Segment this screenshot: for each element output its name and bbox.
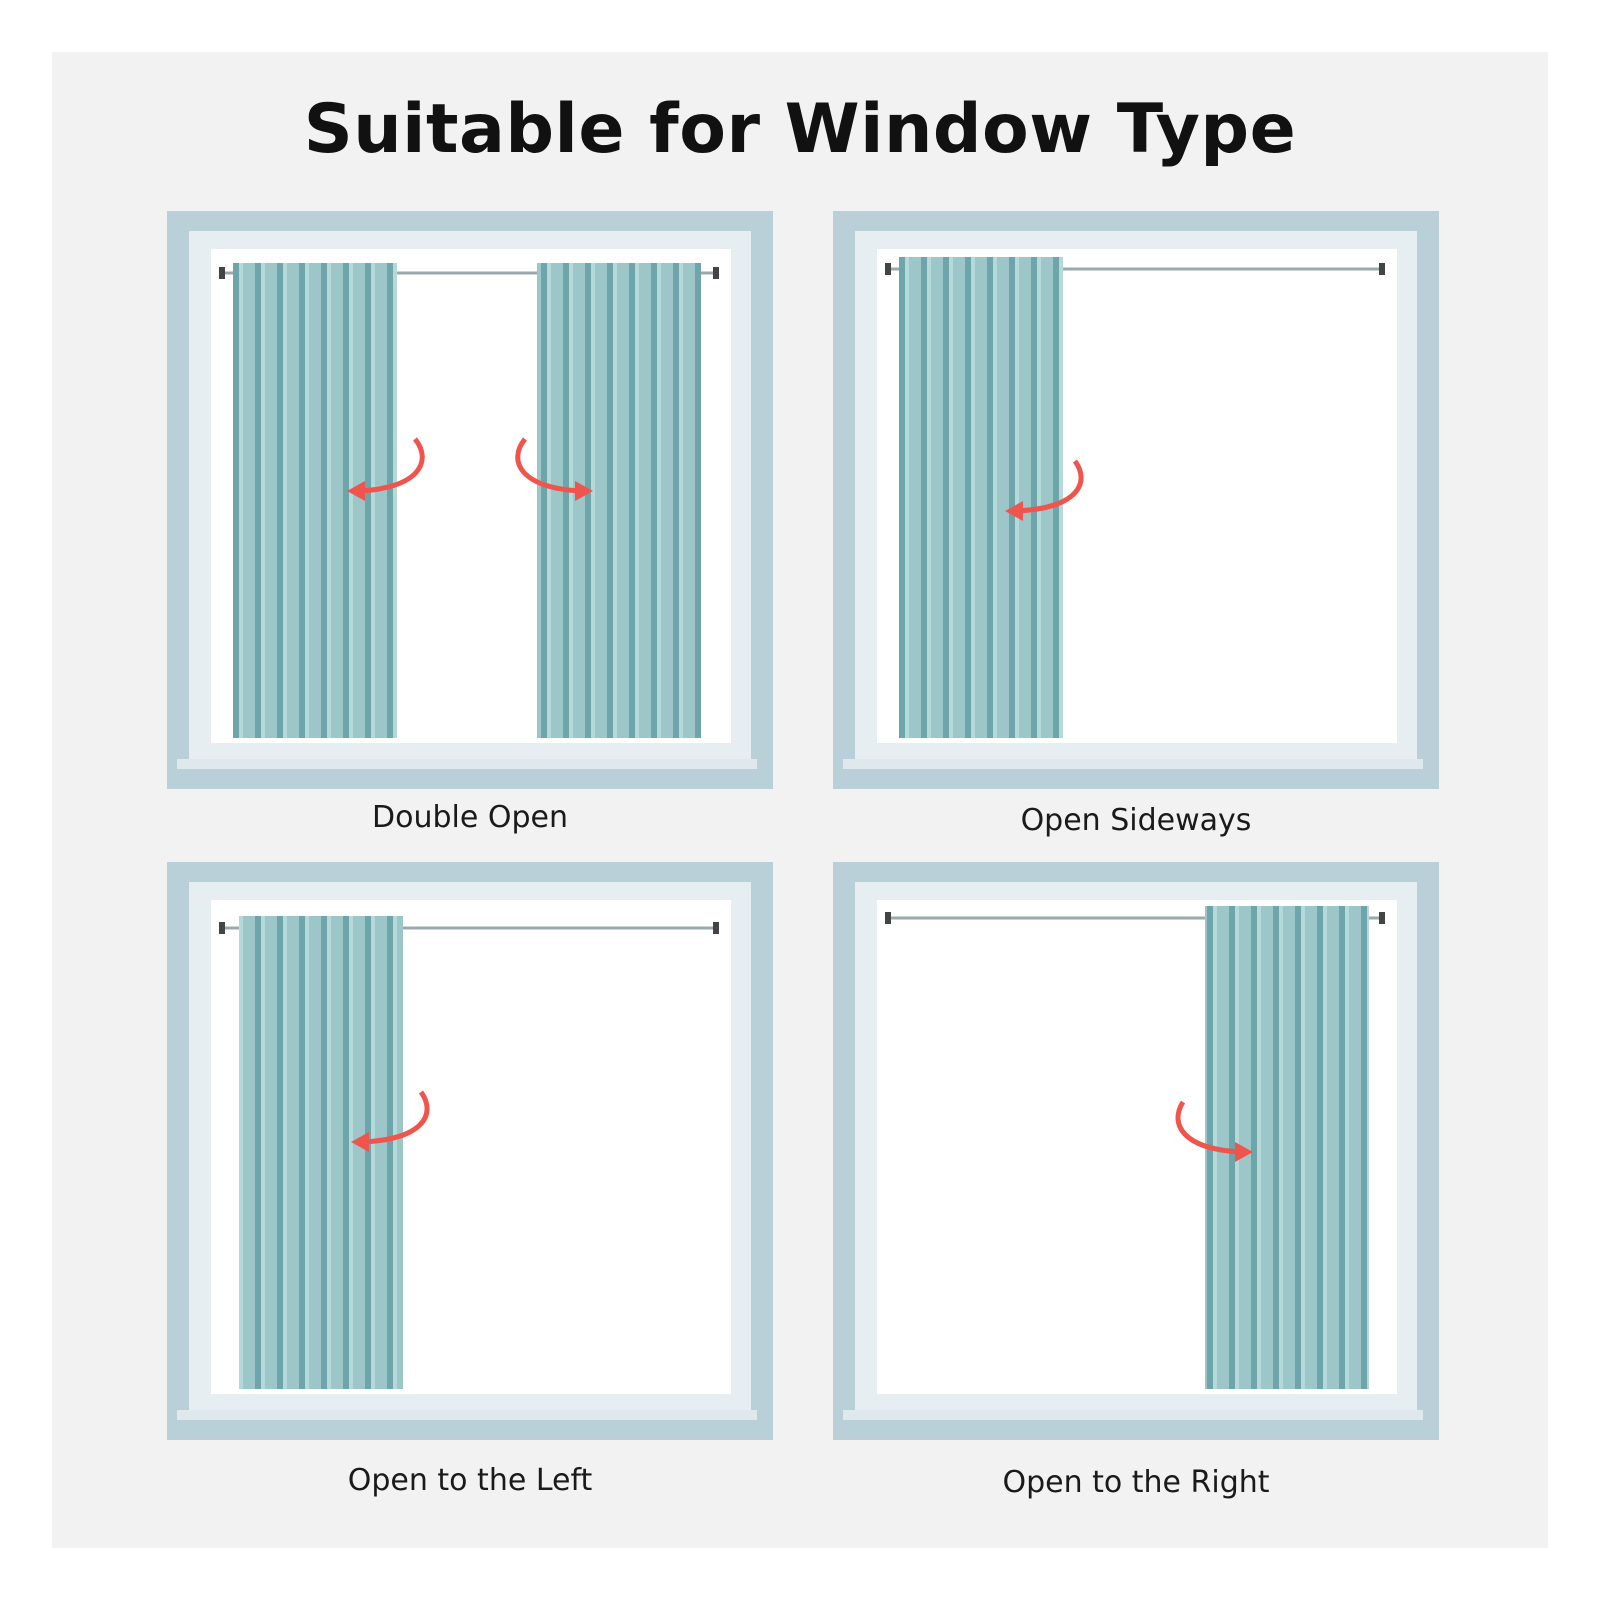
caption-open-right: Open to the Right [1002,1465,1270,1500]
window-illustration [833,211,1439,789]
window-double-open [167,211,773,789]
caption-open-left: Open to the Left [347,1463,593,1498]
window-open-right [833,862,1439,1440]
window-illustration [167,862,773,1440]
window-open-left [167,862,773,1440]
page-title: Suitable for Window Type [303,90,1297,169]
caption-double-open: Double Open [372,800,568,835]
window-illustration [833,862,1439,1440]
window-illustration [167,211,773,789]
window-open-sideways [833,211,1439,789]
caption-open-sideways: Open Sideways [1020,803,1252,838]
